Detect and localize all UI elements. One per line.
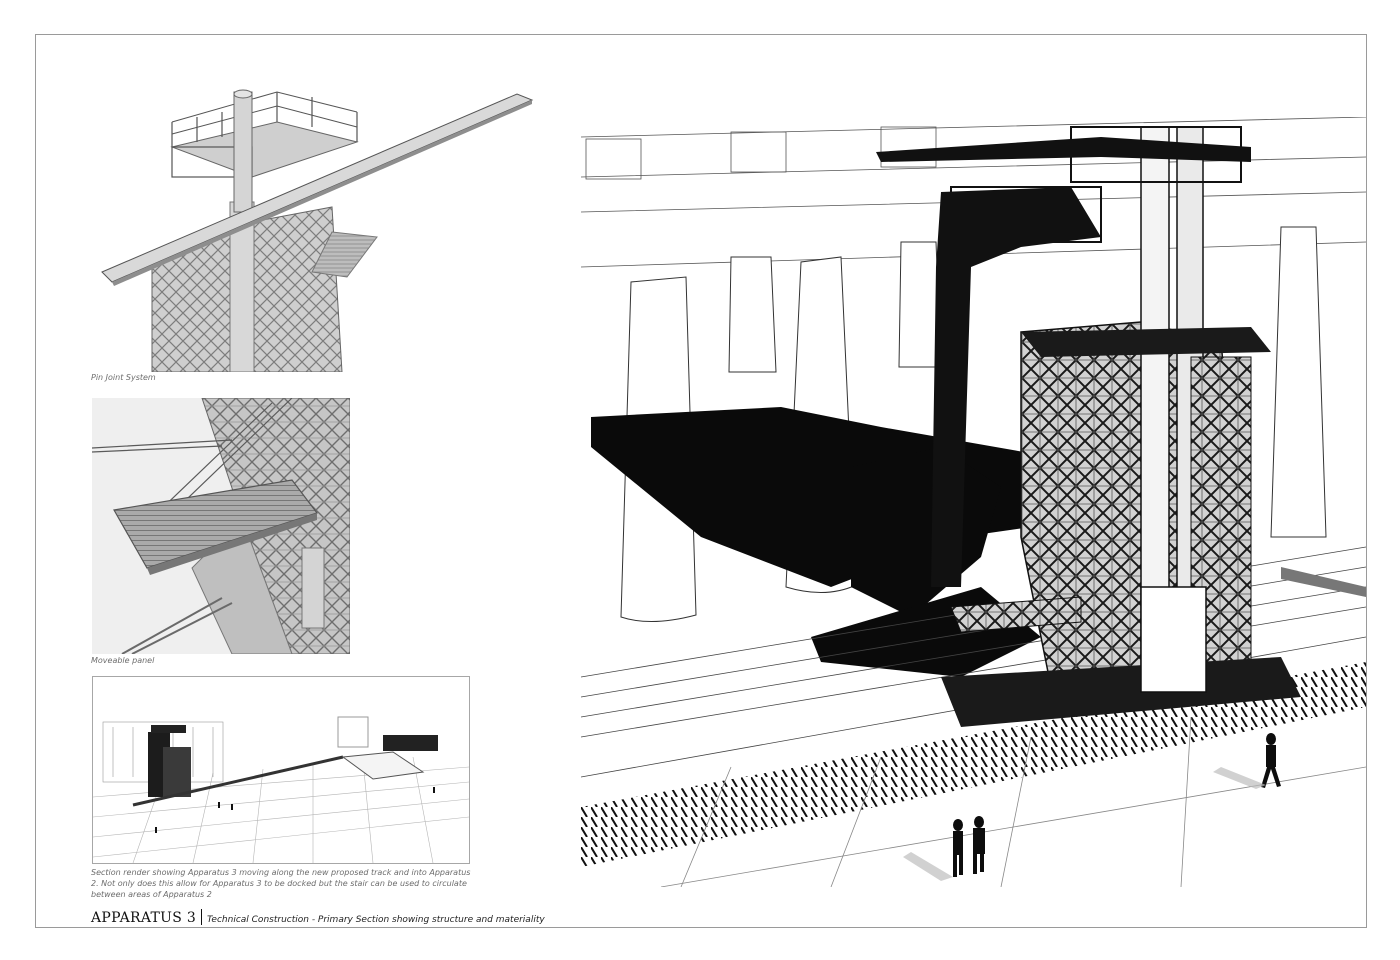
moveable-panel-render xyxy=(92,398,350,654)
sheet-title-row: APPARATUS 3 Technical Construction - Pri… xyxy=(91,906,545,926)
pin-joint-caption: Pin Joint System xyxy=(91,373,156,382)
title-separator xyxy=(201,909,203,925)
section-render xyxy=(92,676,470,864)
section-render-description: Section render showing Apparatus 3 movin… xyxy=(91,868,471,899)
moveable-panel-caption: Moveable panel xyxy=(91,656,155,665)
sheet-title: APPARATUS 3 xyxy=(91,910,197,926)
pin-joint-render xyxy=(92,82,552,372)
primary-section-render xyxy=(581,117,1366,887)
sheet-subtitle: Technical Construction - Primary Section… xyxy=(207,915,545,925)
